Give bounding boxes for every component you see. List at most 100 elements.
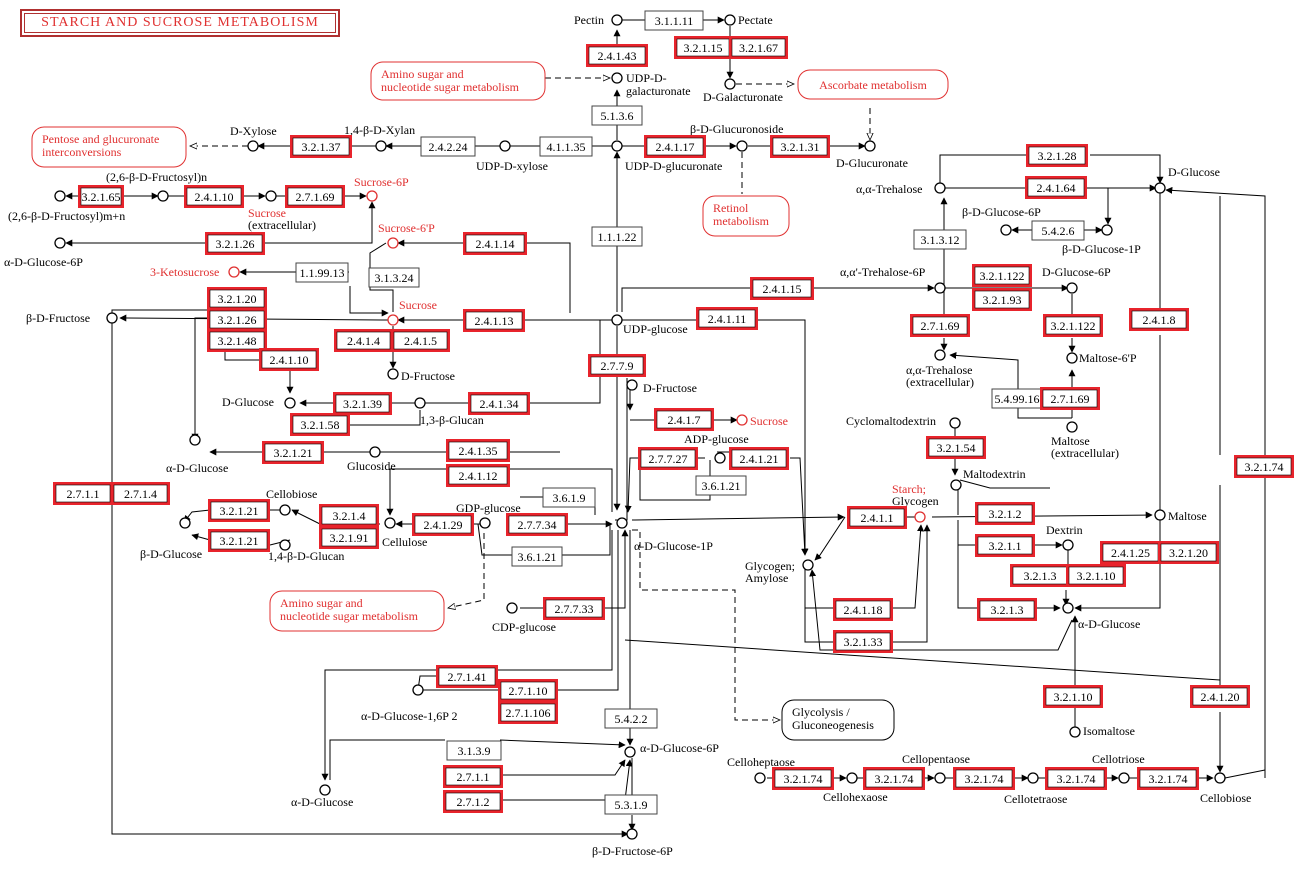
compound-node[interactable] xyxy=(611,72,623,84)
compound-node[interactable] xyxy=(414,397,426,409)
enzyme-e3-6-1-9[interactable]: 3.6.1.9 xyxy=(542,487,596,508)
enzyme-e1-1-99-13[interactable]: 1.1.99.13 xyxy=(295,262,349,283)
enzyme-e2-4-1-13[interactable]: 2.4.1.13 xyxy=(463,309,525,332)
enzyme-e3-2-1-26[interactable]: 3.2.1.26 xyxy=(205,232,265,255)
enzyme-e2-4-1-35[interactable]: 2.4.1.35 xyxy=(446,439,510,462)
enzyme-e2-7-7-34[interactable]: 2.7.7.34 xyxy=(506,513,568,536)
compound-node[interactable] xyxy=(1118,772,1130,784)
enzyme-e3-1-3-12[interactable]: 3.1.3.12 xyxy=(913,229,967,250)
compound-node[interactable] xyxy=(506,602,518,614)
enzyme-e2-7-1-69[interactable]: 2.7.1.69 xyxy=(910,314,970,337)
compound-node[interactable] xyxy=(754,772,766,784)
compound-node[interactable] xyxy=(369,446,381,458)
compound-node[interactable] xyxy=(1069,726,1081,738)
enzyme-e2-4-1-10[interactable]: 2.4.1.10 xyxy=(184,185,244,208)
enzyme-e3-2-1-2[interactable]: 3.2.1.2 xyxy=(975,502,1035,525)
enzyme-e5-3-1-9[interactable]: 5.3.1.9 xyxy=(604,794,658,815)
enzyme-e5-1-3-6[interactable]: 5.1.3.6 xyxy=(591,105,643,126)
enzyme-e3-2-1-54[interactable]: 3.2.1.54 xyxy=(926,436,986,459)
enzyme-e3-2-1-58[interactable]: 3.2.1.58 xyxy=(290,413,350,436)
enzyme-e3-2-1-91[interactable]: 3.2.1.91 xyxy=(319,526,379,549)
compound-node[interactable] xyxy=(626,828,638,840)
enzyme-e5-4-2-2[interactable]: 5.4.2.2 xyxy=(604,708,658,729)
compound-node[interactable] xyxy=(1101,224,1113,236)
enzyme-e3-2-1-3[interactable]: 3.2.1.3 xyxy=(977,598,1037,621)
enzyme-e2-4-1-11[interactable]: 2.4.1.11 xyxy=(696,307,758,330)
compound-node[interactable] xyxy=(384,517,396,529)
compound-node[interactable] xyxy=(279,539,291,551)
enzyme-e2-4-1-25[interactable]: 2.4.1.25 xyxy=(1100,541,1161,564)
compound-node[interactable] xyxy=(54,237,66,249)
enzyme-e2-7-1-1[interactable]: 2.7.1.1 xyxy=(443,765,503,788)
compound-node[interactable] xyxy=(616,517,628,529)
enzyme-e2-4-1-64[interactable]: 2.4.1.64 xyxy=(1025,176,1087,199)
enzyme-e3-2-1-21[interactable]: 3.2.1.21 xyxy=(208,499,270,522)
compound-node[interactable] xyxy=(934,282,946,294)
compound-node[interactable] xyxy=(736,140,748,152)
compound-node[interactable] xyxy=(366,190,378,202)
enzyme-e2-4-1-10[interactable]: 2.4.1.10 xyxy=(259,348,319,371)
enzyme-e3-2-1-3[interactable]: 3.2.1.3 xyxy=(1010,564,1070,587)
enzyme-e3-2-1-28[interactable]: 3.2.1.28 xyxy=(1026,144,1088,167)
compound-node[interactable] xyxy=(714,452,726,464)
compound-node[interactable] xyxy=(387,314,399,326)
enzyme-e2-4-1-7[interactable]: 2.4.1.7 xyxy=(654,408,714,431)
compound-node[interactable] xyxy=(1154,182,1166,194)
compound-node[interactable] xyxy=(412,684,424,696)
compound-node[interactable] xyxy=(626,379,638,391)
enzyme-e3-2-1-39[interactable]: 3.2.1.39 xyxy=(333,392,392,415)
compound-node[interactable] xyxy=(279,504,291,516)
enzyme-e3-2-1-33[interactable]: 3.2.1.33 xyxy=(833,630,893,653)
enzyme-e3-2-1-21[interactable]: 3.2.1.21 xyxy=(262,441,324,464)
compound-node[interactable] xyxy=(611,14,623,26)
enzyme-e3-2-1-65[interactable]: 3.2.1.65 xyxy=(78,185,124,208)
compound-node[interactable] xyxy=(950,479,962,491)
enzyme-e3-2-1-37[interactable]: 3.2.1.37 xyxy=(290,135,352,158)
enzyme-e3-6-1-21[interactable]: 3.6.1.21 xyxy=(695,475,747,496)
enzyme-e2-4-1-43[interactable]: 2.4.1.43 xyxy=(586,44,648,67)
enzyme-e2-7-1-41[interactable]: 2.7.1.41 xyxy=(436,665,498,688)
compound-node[interactable] xyxy=(54,190,66,202)
enzyme-e2-4-1-20[interactable]: 2.4.1.20 xyxy=(1190,685,1250,708)
compound-node[interactable] xyxy=(387,237,399,249)
enzyme-e3-2-1-26[interactable]: 3.2.1.26 xyxy=(207,308,267,331)
enzyme-e3-2-1-15[interactable]: 3.2.1.15 xyxy=(674,36,732,59)
enzyme-e2-4-2-24[interactable]: 2.4.2.24 xyxy=(420,136,476,157)
compound-node[interactable] xyxy=(1154,509,1166,521)
enzyme-e2-7-1-1[interactable]: 2.7.1.1 xyxy=(53,482,113,505)
compound-node[interactable] xyxy=(914,511,926,523)
enzyme-e2-4-1-1[interactable]: 2.4.1.1 xyxy=(847,506,907,529)
compound-node[interactable] xyxy=(724,78,736,90)
enzyme-e2-7-1-10[interactable]: 2.7.1.10 xyxy=(498,679,558,702)
enzyme-e2-4-1-14[interactable]: 2.4.1.14 xyxy=(463,232,527,255)
enzyme-e2-7-1-69[interactable]: 2.7.1.69 xyxy=(285,185,345,208)
compound-node[interactable] xyxy=(1027,772,1039,784)
compound-node[interactable] xyxy=(1000,224,1012,236)
compound-node[interactable] xyxy=(179,517,191,529)
compound-node[interactable] xyxy=(189,434,201,446)
compound-node[interactable] xyxy=(934,182,946,194)
enzyme-e3-2-1-10[interactable]: 3.2.1.10 xyxy=(1066,564,1126,587)
enzyme-e2-7-1-2[interactable]: 2.7.1.2 xyxy=(443,790,503,813)
map-ascorbate[interactable]: Ascorbate metabolism xyxy=(797,69,949,100)
enzyme-e2-4-1-18[interactable]: 2.4.1.18 xyxy=(833,598,893,621)
enzyme-e3-1-1-11[interactable]: 3.1.1.11 xyxy=(644,10,704,31)
enzyme-e5-4-99-16[interactable]: 5.4.99.16 xyxy=(991,388,1043,409)
enzyme-e3-2-1-74[interactable]: 3.2.1.74 xyxy=(772,767,834,790)
compound-node[interactable] xyxy=(802,559,814,571)
enzyme-e3-2-1-74[interactable]: 3.2.1.74 xyxy=(1045,767,1107,790)
enzyme-e3-2-1-74[interactable]: 3.2.1.74 xyxy=(953,767,1015,790)
compound-node[interactable] xyxy=(934,349,946,361)
compound-node[interactable] xyxy=(157,190,169,202)
enzyme-e2-4-1-12[interactable]: 2.4.1.12 xyxy=(446,464,510,487)
enzyme-e2-4-1-8[interactable]: 2.4.1.8 xyxy=(1129,308,1189,331)
enzyme-e3-2-1-48[interactable]: 3.2.1.48 xyxy=(207,329,267,352)
enzyme-e3-1-3-24[interactable]: 3.1.3.24 xyxy=(368,267,420,288)
compound-node[interactable] xyxy=(319,784,331,796)
compound-node[interactable] xyxy=(479,517,491,529)
enzyme-e2-7-7-27[interactable]: 2.7.7.27 xyxy=(638,447,698,470)
enzyme-e3-2-1-93[interactable]: 3.2.1.93 xyxy=(972,288,1032,311)
compound-node[interactable] xyxy=(624,746,636,758)
